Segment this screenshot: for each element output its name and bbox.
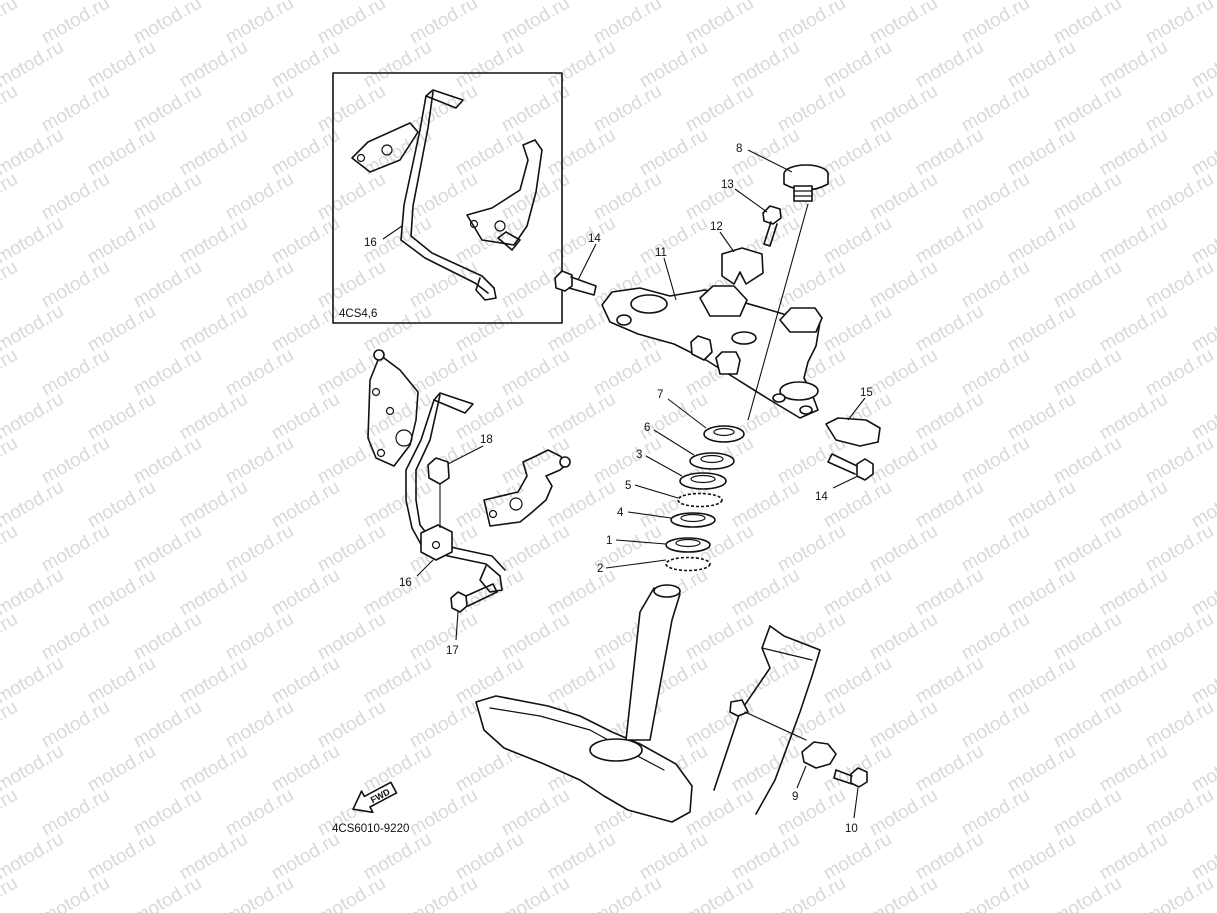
watermark-text: motod.ru: [0, 81, 21, 137]
part-10-bolt: [833, 767, 868, 788]
callout-5: 5: [625, 480, 631, 492]
watermark-text: motod.ru: [38, 873, 113, 913]
inset-model-label: 4CS4,6: [339, 308, 377, 320]
part-15-clamp: [825, 417, 881, 447]
callout-9: 9: [792, 791, 798, 803]
watermark-text: motod.ru: [0, 785, 21, 841]
callout-10: 10: [845, 823, 858, 835]
watermark-text: motod.ru: [0, 433, 21, 489]
part-6-washer: [689, 452, 735, 470]
fork-tube: [713, 625, 821, 815]
callout-12: 12: [710, 221, 723, 233]
watermark-text: motod.ru: [1050, 873, 1125, 913]
callout-11: 11: [655, 247, 667, 259]
watermark-text: motod.ru: [0, 521, 21, 577]
watermark-text: motod.ru: [0, 257, 21, 313]
watermark-text: motod.ru: [130, 873, 205, 913]
inset-callout-16: 16: [364, 237, 377, 249]
main-bracket: [367, 349, 571, 613]
callout-4: 4: [617, 507, 624, 519]
watermark-text: motod.ru: [1142, 873, 1217, 913]
watermark-text: motod.ru: [0, 345, 21, 401]
callout-14-upper: 14: [588, 233, 601, 245]
watermark-text: motod.ru: [0, 697, 21, 753]
callout-15: 15: [860, 387, 873, 399]
callout-6: 6: [644, 422, 650, 434]
callout-7: 7: [657, 389, 663, 401]
part-14-bolt-lower: [827, 453, 874, 481]
part-13-bolt: [762, 205, 782, 247]
inset-box: [332, 72, 563, 324]
watermark-text: motod.ru: [774, 873, 849, 913]
leader-lines: [416, 149, 866, 819]
watermark-text: motod.ru: [0, 609, 21, 665]
diagram-code: 4CS6010-9220: [332, 823, 409, 835]
watermark-text: motod.ru: [866, 873, 941, 913]
bearing-stack: [665, 425, 745, 572]
part-2-bearing-lower: [665, 556, 711, 572]
callout-17: 17: [446, 645, 459, 657]
part-5-bearing-upper: [677, 492, 723, 508]
callout-8: 8: [736, 143, 742, 155]
part-18-cap: [427, 457, 450, 485]
part-8-steering-nut: [783, 164, 829, 202]
watermark-text: motod.ru: [222, 873, 297, 913]
watermark-text: motod.ru: [406, 873, 481, 913]
under-bracket: [475, 584, 693, 823]
callout-16: 16: [399, 577, 412, 589]
watermark-text: motod.ru: [314, 873, 389, 913]
part-9-clamp: [801, 741, 837, 769]
handle-crown: [601, 285, 823, 419]
callout-2: 2: [597, 563, 603, 575]
callout-18: 18: [480, 434, 493, 446]
part-7-ring-nut: [703, 425, 745, 443]
callout-1: 1: [606, 535, 612, 547]
part-14-bolt-upper: [554, 270, 597, 296]
watermark-text: motod.ru: [498, 873, 573, 913]
part-12-holder-cap: [721, 247, 764, 285]
watermark-text: motod.ru: [0, 0, 21, 48]
callout-13: 13: [721, 179, 734, 191]
watermark-text: motod.ru: [590, 873, 665, 913]
callout-14-lower: 14: [815, 491, 828, 503]
part-3-bearing-cover: [679, 472, 727, 490]
watermark-text: motod.ru: [682, 873, 757, 913]
callout-3: 3: [636, 449, 642, 461]
watermark-text: motod.ru: [0, 873, 21, 913]
watermark-text: motod.ru: [0, 169, 21, 225]
watermark-text: motod.ru: [958, 873, 1033, 913]
